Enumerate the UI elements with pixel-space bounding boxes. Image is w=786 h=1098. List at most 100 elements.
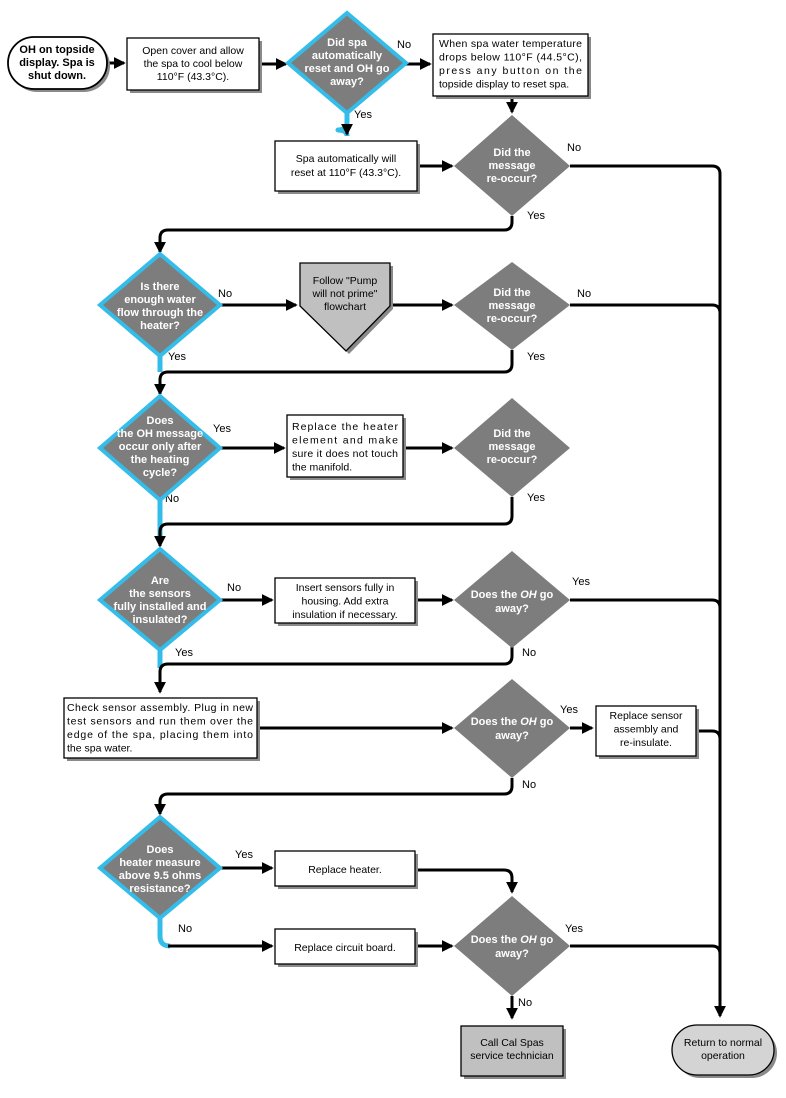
d4-line: Did the (493, 287, 530, 299)
d4-line: re-occur? (487, 313, 538, 325)
d1-line: reset and OH go (305, 63, 390, 75)
b7-line: the spa water. (67, 743, 132, 755)
label-d11-no: No (518, 997, 532, 1009)
b2-line: topside display to reset spa. (439, 79, 569, 91)
conn-d8-rail (570, 598, 722, 609)
d3-line: Is there (140, 281, 179, 293)
b6-line: Insert sensors fully in (296, 582, 395, 594)
b2-line: press any button on the (439, 65, 582, 77)
box-replace-heater: Replace heater. (274, 850, 418, 889)
d10-line: Does (147, 844, 174, 856)
d7-line: Are (151, 575, 169, 587)
b5-line: element and make (292, 435, 398, 447)
conn-d9-d10 (154, 778, 514, 816)
label-d3-no: No (218, 288, 232, 300)
d10-line: resistance? (129, 883, 190, 895)
b6-line: insulation if necessary. (292, 609, 397, 621)
box-auto-reset: Spa automatically will reset at 110°F (43… (274, 140, 420, 194)
conn-d8-b7 (154, 647, 514, 694)
label-d1-no: No (397, 39, 411, 51)
d7-line: insulated? (132, 614, 187, 626)
conn-d2-d3 (154, 216, 514, 254)
label-d5-no: No (165, 493, 179, 505)
b2-line: drops below 110°F (44.5°C), (439, 52, 582, 64)
b5-line: Replace the heater (292, 421, 399, 433)
label-d8-no: No (522, 647, 536, 659)
d5-line: Does (147, 415, 174, 427)
conn-b8-rail (698, 729, 722, 740)
d3-line: enough water (124, 294, 196, 306)
b9-line: Replace heater. (308, 864, 382, 876)
svg-text:Replace heater.: Replace heater. (308, 864, 382, 876)
label-d3-yes: Yes (168, 351, 186, 363)
d9-line: away? (495, 730, 529, 742)
box-replace-circuit-board: Replace circuit board. (274, 928, 418, 967)
label-d10-yes: Yes (235, 849, 253, 861)
b4-line: flowchart (324, 301, 366, 313)
label-d9-yes: Yes (560, 704, 578, 716)
conn-d4-rail (570, 303, 722, 314)
label-d2-no: No (567, 142, 581, 154)
d5-line: the OH message (117, 428, 203, 440)
d6-line: re-occur? (487, 454, 538, 466)
conn-d6-d7 (154, 497, 514, 548)
b1-line: Open cover and allow (142, 45, 244, 57)
box-reset-spa: When spa water temperature drops below 11… (432, 33, 591, 99)
b7-line: Check sensor assembly. Plug in new (67, 702, 253, 714)
d2-line: Did the (493, 147, 530, 159)
d7-line: the sensors (129, 588, 191, 600)
conn-d4-d5 (154, 350, 514, 396)
label-d7-yes: Yes (175, 647, 193, 659)
b10-line: Replace circuit board. (294, 942, 396, 954)
b8-line: re-insulate. (620, 737, 672, 749)
d3-line: heater? (140, 320, 180, 332)
b1-line: 110°F (43.3°C). (157, 71, 229, 83)
d3-line: flow through the (117, 307, 203, 319)
label-d7-no: No (227, 582, 241, 594)
start-line: OH on topside (19, 44, 94, 56)
b3-line: reset at 110°F (43.3°C). (291, 167, 401, 179)
box-insert-sensors: Insert sensors fully in housing. Add extr… (274, 577, 418, 626)
d10-line: above 9.5 ohms (119, 870, 202, 882)
b3-line: Spa automatically will (296, 153, 396, 165)
d1-line: away? (330, 76, 364, 88)
d8-line: Does the OH go (471, 589, 554, 601)
d5-line: the heating (131, 454, 190, 466)
b6-line: housing. Add extra (302, 596, 389, 608)
b2-line: When spa water temperature (439, 38, 582, 50)
b7-line: edge of the spa, placing them into (67, 729, 253, 741)
d2-line: re-occur? (487, 173, 538, 185)
d5-line: cycle? (143, 467, 178, 479)
b7-line: test sensors and run them over the (67, 716, 253, 728)
edge-labels: No Yes No Yes No Yes No Yes Yes No Yes N… (165, 39, 591, 1009)
label-d1-yes: Yes (354, 109, 372, 121)
connectors (107, 57, 726, 1020)
